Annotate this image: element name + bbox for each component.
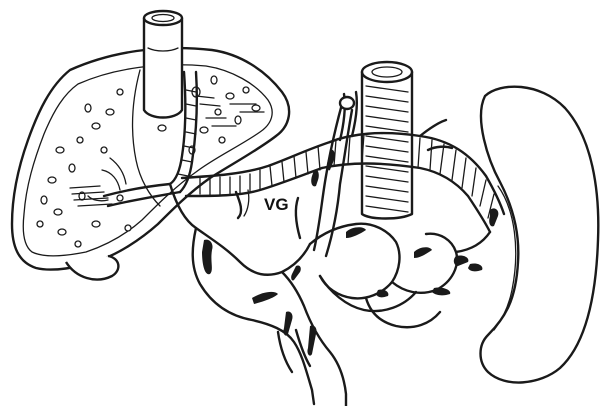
spleen — [481, 87, 599, 383]
vessel-cross-sections — [202, 150, 498, 356]
vg-label: VG — [264, 195, 289, 214]
aorta — [362, 62, 412, 219]
inferior-vena-cava — [144, 11, 182, 118]
